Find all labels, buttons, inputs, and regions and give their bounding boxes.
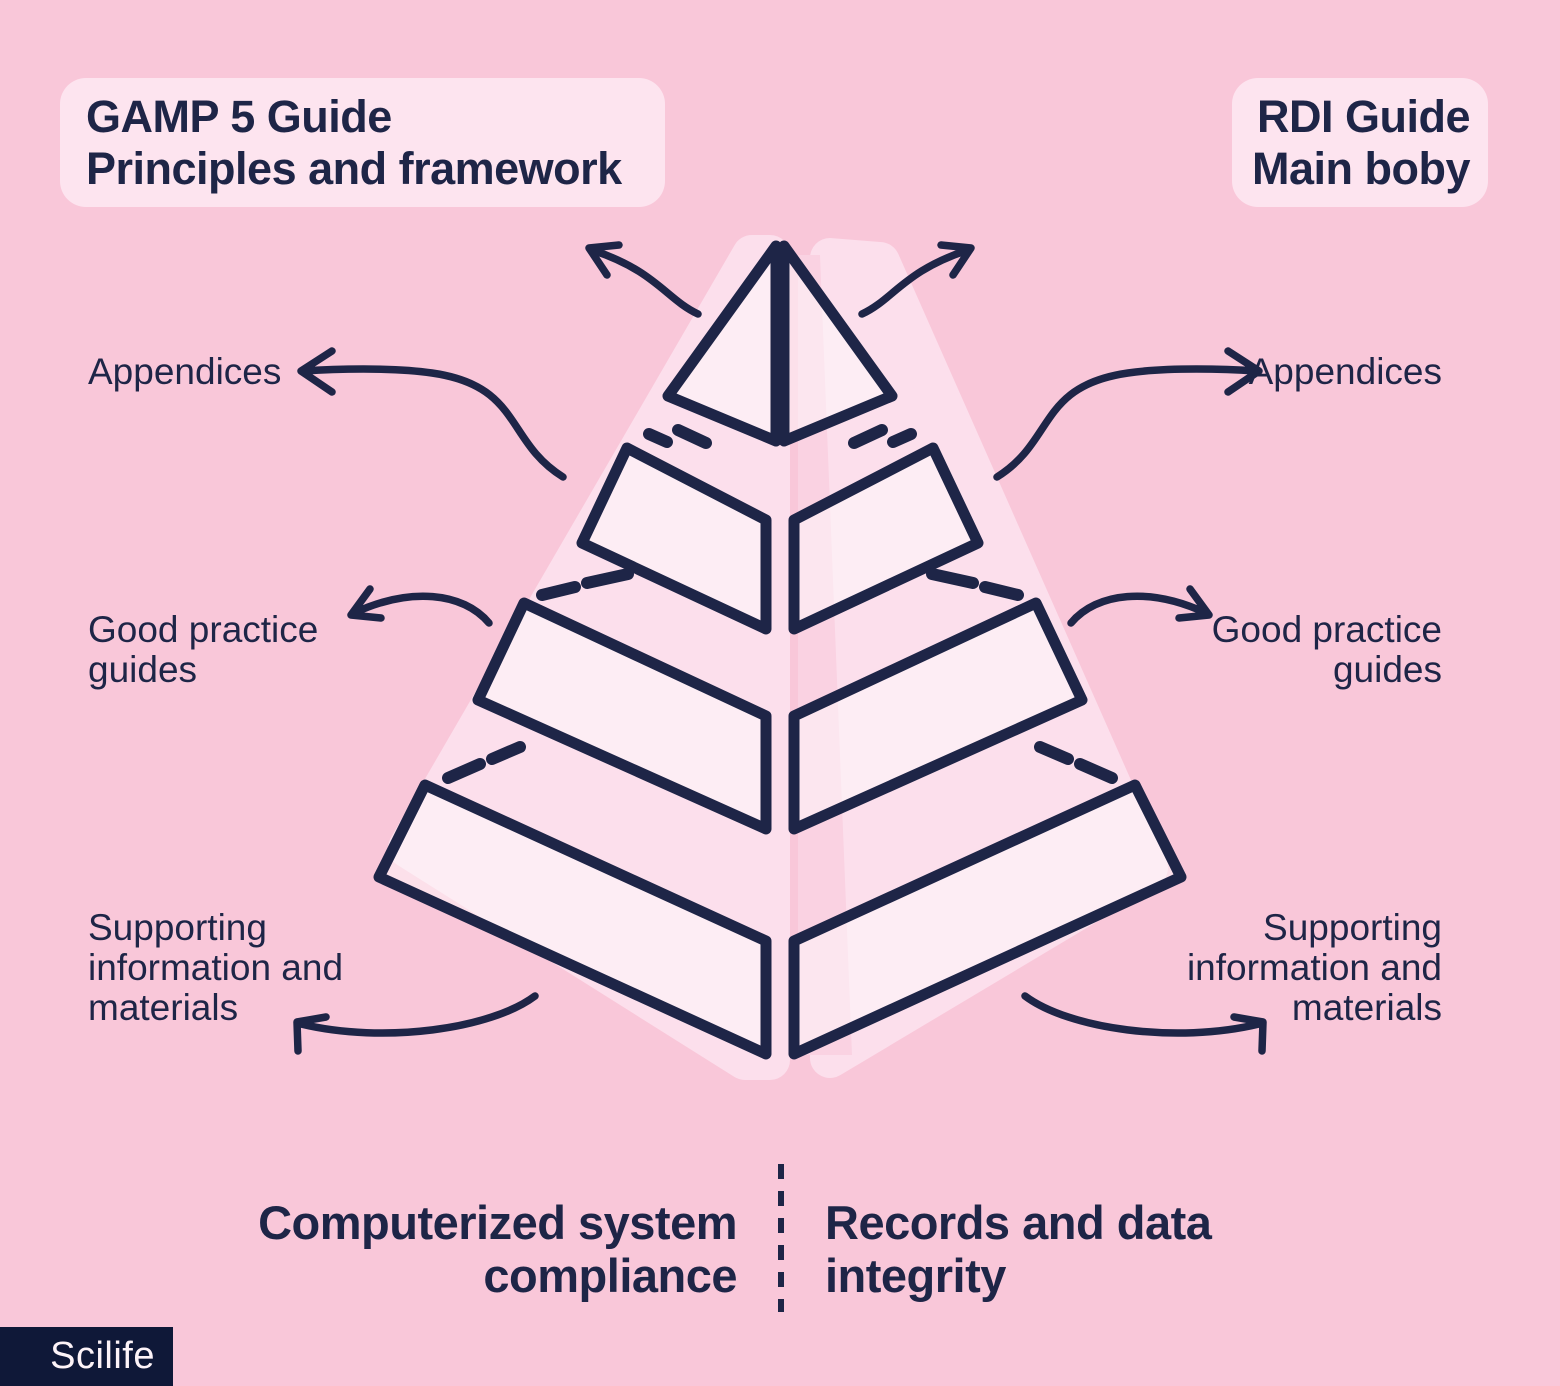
label-appendices-left: Appendices [88,351,282,392]
level-2-block [576,442,772,635]
footer-heading-integrity: Records and data integrity [825,1196,1212,1302]
scilife-logo: Scilife [0,1327,173,1386]
pyramid-left-half [373,240,782,1060]
label-appendices-right: Appendices [1248,351,1442,392]
footer-heading-compliance: Computerized system compliance [258,1196,737,1302]
label-good-practice-left: Good practice guides [88,609,319,690]
label-supporting-right: Supporting information and materials [1186,907,1442,1028]
gamp5-title-panel: GAMP 5 Guide Principles and framework [60,78,665,207]
separator-dashes [442,424,712,784]
rdi-title-panel: RDI Guide Main boby [1232,78,1488,207]
label-supporting-left: Supporting information and materials [88,907,344,1028]
level-4-block [373,779,772,1060]
label-good-practice-right: Good practice guides [1211,609,1442,690]
gamp5-title-text: GAMP 5 Guide Principles and framework [86,90,622,194]
level-3-block [472,597,772,835]
arrow-top-left-icon [585,241,702,318]
arrow-appendices-left-icon [297,347,567,481]
silhouette-left [388,235,790,1080]
silhouette-center-strip [798,255,852,1055]
scilife-logo-text: Scilife [50,1335,155,1377]
level-1-appendices-block [662,240,782,447]
arrows-left [293,241,702,1055]
arrow-good-practice-left-icon [347,585,493,627]
arrow-supporting-left-icon [293,992,539,1055]
rdi-title-text: RDI Guide Main boby [1252,90,1471,194]
